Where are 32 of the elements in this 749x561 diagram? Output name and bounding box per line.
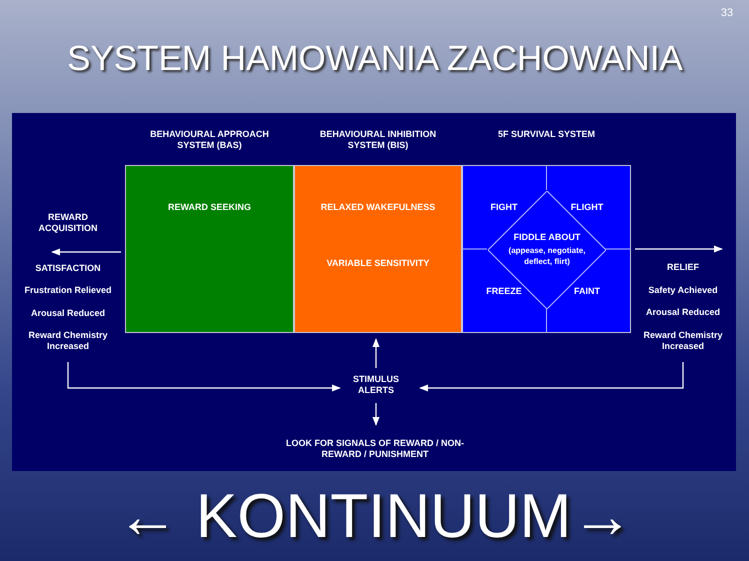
outcome-heading: REWARD ACQUISITION <box>37 212 98 234</box>
continuum-heading: ← KONTINUUM→ <box>116 481 634 553</box>
outcome-text: Safety Achieved <box>647 285 719 296</box>
outcome-text: Arousal Reduced <box>30 308 106 319</box>
node-text: STIMULUS ALERTS <box>352 374 400 396</box>
box-heading: 5F SURVIVAL SYSTEM <box>496 129 596 140</box>
box-text: RELAXED WAKEFULNESS <box>320 202 436 213</box>
arrow <box>51 248 121 256</box>
arrow <box>419 362 684 392</box>
outcome-text: Reward Chemistry Increased <box>642 330 724 352</box>
arrow <box>372 338 380 368</box>
diamond-heading: FIDDLE ABOUT <box>512 232 582 243</box>
outcome-text: Frustration Relieved <box>23 285 113 296</box>
page-number: 33 <box>720 6 734 20</box>
arrow <box>372 403 380 426</box>
outcome-text: Reward Chemistry Increased <box>27 330 109 352</box>
outcome-heading: SATISFACTION <box>34 263 102 274</box>
slide-title: SYSTEM HAMOWANIA ZACHOWANIA <box>66 38 684 80</box>
box-heading: BEHAVIOURAL APPROACH SYSTEM (BAS) <box>149 129 270 151</box>
box-text: REWARD SEEKING <box>166 202 252 213</box>
quadrant-text: FIGHT <box>490 202 518 213</box>
quadrant-text: FLIGHT <box>570 202 604 213</box>
outcome-text: Arousal Reduced <box>644 307 722 318</box>
quadrant-text: FAINT <box>573 286 601 297</box>
node-text: LOOK FOR SIGNALS OF REWARD / NON-REWARD / PUNISHMENT <box>285 438 465 460</box>
outcome-heading: RELIEF <box>666 262 700 273</box>
quadrant-text: FREEZE <box>485 286 523 297</box>
arrow <box>67 362 341 392</box>
box-heading: BEHAVIOURAL INHIBITION SYSTEM (BIS) <box>318 129 438 151</box>
diamond-text: (appease, negotiate, deflect, flirt) <box>508 245 586 267</box>
box-text: VARIABLE SENSITIVITY <box>326 258 430 269</box>
arrow <box>635 245 723 253</box>
